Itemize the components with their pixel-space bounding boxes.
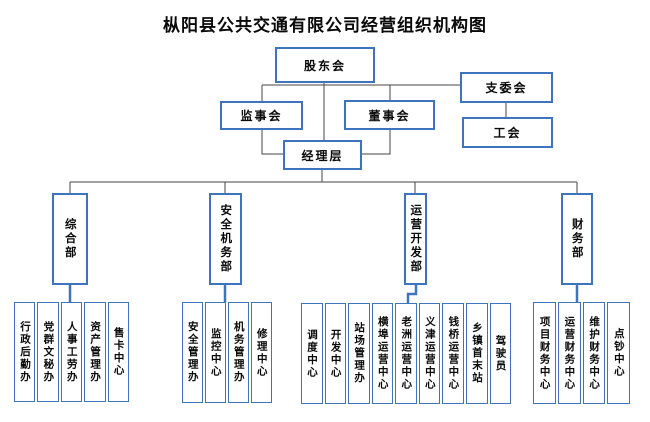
unit-label: 资产管理办 bbox=[89, 320, 102, 384]
unit-label: 调度中心 bbox=[306, 328, 319, 379]
unit-box: 钱桥运营中心 bbox=[442, 303, 464, 404]
unit-label: 行政后勤办 bbox=[18, 320, 31, 384]
node-label: 经理层 bbox=[301, 148, 344, 163]
group-safety-units: 安全管理办 监控中心 机务管理办 修理中心 bbox=[182, 302, 272, 403]
unit-box: 调度中心 bbox=[301, 303, 323, 404]
unit-box: 修理中心 bbox=[251, 302, 272, 403]
unit-box: 党群文秘办 bbox=[37, 302, 59, 402]
dept-safety-maintenance: 安全机务部 bbox=[209, 193, 242, 285]
unit-label: 义津运营中心 bbox=[423, 316, 436, 391]
unit-box: 开发中心 bbox=[324, 303, 347, 404]
unit-box: 人事工劳办 bbox=[60, 302, 83, 402]
unit-box: 资产管理办 bbox=[84, 302, 106, 402]
unit-label: 乡镇首末站 bbox=[470, 322, 483, 385]
unit-label: 监控中心 bbox=[209, 327, 222, 378]
dept-label: 安全机务部 bbox=[219, 204, 234, 274]
unit-box: 义津运营中心 bbox=[418, 303, 441, 404]
unit-label: 维护财务中心 bbox=[588, 315, 601, 391]
unit-label: 钱桥运营中心 bbox=[447, 316, 460, 391]
node-label: 工会 bbox=[493, 126, 522, 140]
unit-label: 安全管理办 bbox=[186, 321, 199, 384]
unit-label: 驾驶员 bbox=[494, 334, 507, 373]
unit-label: 站场管理办 bbox=[353, 322, 366, 385]
unit-box: 老洲运营中心 bbox=[395, 303, 417, 404]
dept-label: 财务部 bbox=[570, 218, 585, 260]
node-branch-committee: 支委会 bbox=[460, 72, 553, 103]
dept-label: 综合部 bbox=[63, 218, 78, 260]
unit-box: 项目财务中心 bbox=[533, 302, 556, 404]
node-label: 支委会 bbox=[485, 81, 528, 95]
unit-box: 监控中心 bbox=[205, 302, 226, 403]
unit-label: 横埠运营中心 bbox=[376, 316, 389, 391]
node-directors: 董事会 bbox=[344, 100, 435, 130]
node-label: 监事会 bbox=[240, 109, 283, 123]
dept-finance: 财务部 bbox=[561, 193, 593, 285]
dept-operations-development: 运营开发部 bbox=[404, 193, 427, 285]
unit-box: 运营财务中心 bbox=[557, 302, 581, 404]
node-label: 董事会 bbox=[368, 108, 411, 123]
unit-box: 维护财务中心 bbox=[582, 302, 606, 404]
unit-label: 老洲运营中心 bbox=[400, 316, 413, 391]
unit-box: 点钞中心 bbox=[607, 302, 630, 404]
unit-label: 运营财务中心 bbox=[563, 315, 576, 391]
unit-label: 人事工劳办 bbox=[65, 320, 78, 384]
node-management: 经理层 bbox=[283, 140, 362, 170]
unit-box: 售卡中心 bbox=[107, 302, 130, 402]
unit-box: 横埠运营中心 bbox=[371, 303, 394, 404]
node-supervisors: 监事会 bbox=[220, 101, 303, 130]
dept-general: 综合部 bbox=[52, 193, 88, 285]
unit-box: 安全管理办 bbox=[182, 302, 203, 403]
chart-title: 枞阳县公共交通有限公司经营组织机构图 bbox=[163, 16, 487, 36]
unit-box: 站场管理办 bbox=[348, 303, 370, 404]
node-labor-union: 工会 bbox=[462, 117, 553, 148]
node-shareholders: 股东会 bbox=[275, 47, 375, 83]
unit-box: 乡镇首末站 bbox=[465, 303, 488, 404]
unit-label: 点钞中心 bbox=[612, 328, 625, 378]
unit-box: 驾驶员 bbox=[489, 303, 512, 404]
group-general-units: 行政后勤办 党群文秘办 人事工劳办 资产管理办 售卡中心 bbox=[14, 302, 130, 402]
hierarchy-lines bbox=[69, 83, 578, 193]
unit-label: 党群文秘办 bbox=[42, 320, 55, 384]
unit-box: 行政后勤办 bbox=[14, 302, 36, 402]
unit-label: 售卡中心 bbox=[112, 327, 125, 377]
dept-label: 运营开发部 bbox=[409, 204, 424, 274]
unit-label: 项目财务中心 bbox=[538, 315, 551, 391]
unit-label: 机务管理办 bbox=[232, 321, 245, 384]
unit-label: 开发中心 bbox=[329, 328, 342, 379]
group-operations-units: 调度中心 开发中心 站场管理办 横埠运营中心 老洲运营中心 义津运营中心 钱桥运… bbox=[301, 303, 512, 404]
unit-box: 机务管理办 bbox=[228, 302, 249, 403]
group-finance-units: 项目财务中心 运营财务中心 维护财务中心 点钞中心 bbox=[533, 302, 630, 404]
node-label: 股东会 bbox=[303, 58, 346, 73]
department-drop-lines bbox=[68, 285, 579, 303]
unit-label: 修理中心 bbox=[255, 327, 268, 378]
